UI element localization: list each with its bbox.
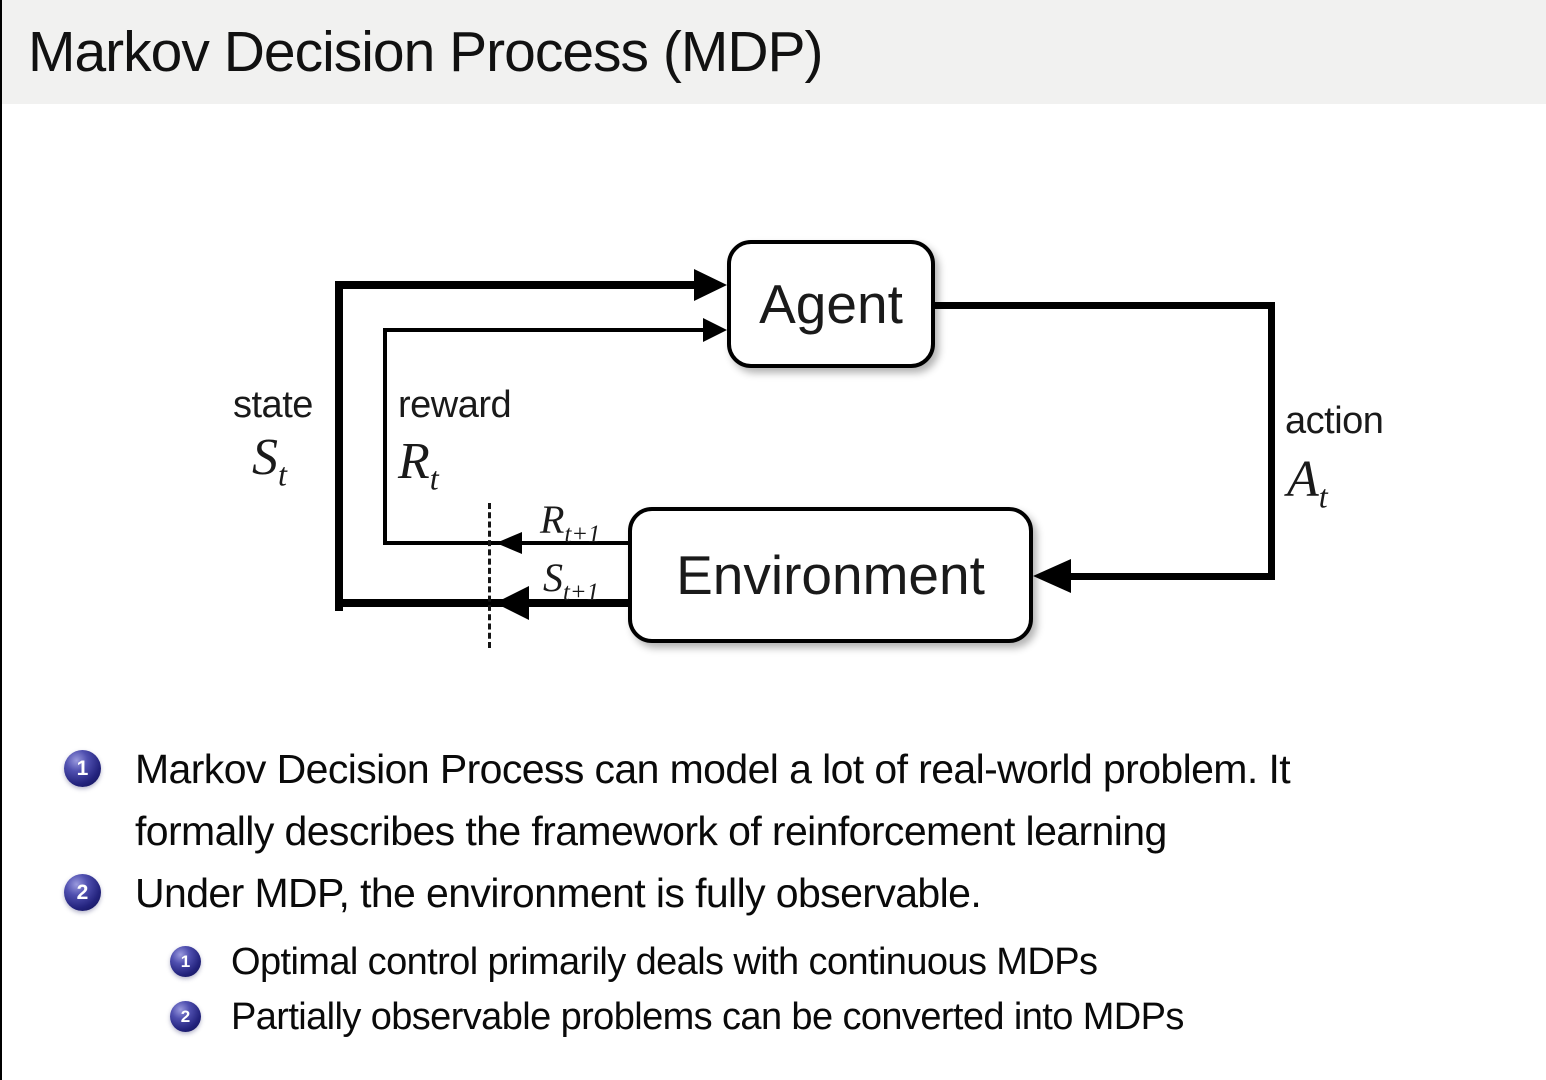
state-line-vertical [335, 281, 343, 611]
reward-symbol: Rt [398, 432, 439, 495]
action-label: action [1285, 400, 1384, 442]
next-state-subscript: t+1 [563, 579, 600, 606]
agent-box: Agent [727, 240, 935, 368]
state-symbol-subscript: t [278, 456, 287, 493]
reward-line-vertical [383, 328, 387, 545]
reward-label: reward [398, 384, 512, 426]
timestep-dashed-line [488, 503, 491, 648]
state-symbol-letter: S [252, 429, 278, 486]
next-reward-arrowhead-icon [496, 532, 522, 554]
agent-label: Agent [759, 273, 903, 335]
action-line-top [935, 302, 1275, 309]
action-line-bottom [1071, 573, 1275, 580]
next-reward-subscript: t+1 [564, 521, 601, 548]
state-line-top [335, 281, 697, 289]
action-symbol-letter: A [1287, 451, 1319, 508]
state-symbol: St [252, 428, 287, 491]
next-state-arrowhead-icon [495, 586, 529, 620]
reward-symbol-subscript: t [429, 460, 439, 497]
bullet-1-number-ball-icon: 1 [64, 750, 101, 787]
sub-bullet-item-1: 1 Optimal control primarily deals with c… [170, 936, 1098, 988]
sub-bullet-1-number-ball-icon: 1 [170, 946, 201, 977]
reward-symbol-letter: R [398, 433, 430, 490]
state-line-bottom [335, 599, 628, 607]
bullet-2-text: Under MDP, the environment is fully obse… [135, 870, 982, 916]
screen-left-edge-line [0, 0, 2, 1080]
reward-to-agent-arrowhead-icon [703, 318, 727, 342]
action-to-environment-arrowhead-icon [1033, 559, 1071, 593]
next-state-symbol: St+1 [543, 554, 599, 605]
next-reward-letter: R [540, 497, 565, 542]
sub-bullet-2-number-ball-icon: 2 [170, 1001, 201, 1032]
environment-label: Environment [676, 544, 985, 606]
reward-line-top [383, 328, 705, 332]
bullet-2-number-ball-icon: 2 [64, 874, 101, 911]
state-label: state [233, 384, 313, 426]
bullet-1-line-2: formally describes the framework of rein… [135, 808, 1167, 854]
slide-title: Markov Decision Process (MDP) [28, 20, 823, 84]
bullet-1-text: Markov Decision Process can model a lot … [135, 738, 1291, 862]
next-reward-symbol: Rt+1 [540, 496, 600, 547]
sub-bullet-1-text: Optimal control primarily deals with con… [231, 941, 1098, 983]
environment-box: Environment [628, 507, 1033, 643]
bullet-item-2: 2 Under MDP, the environment is fully ob… [64, 862, 982, 924]
sub-bullet-item-2: 2 Partially observable problems can be c… [170, 991, 1184, 1043]
next-state-letter: S [543, 555, 563, 600]
state-to-agent-arrowhead-icon [694, 269, 727, 301]
action-line-vertical [1268, 302, 1275, 579]
bullet-item-1: 1 Markov Decision Process can model a lo… [64, 738, 1291, 862]
sub-bullet-2-text: Partially observable problems can be con… [231, 996, 1184, 1038]
bullet-1-line-1: Markov Decision Process can model a lot … [135, 746, 1291, 792]
action-symbol: At [1287, 450, 1328, 513]
action-symbol-subscript: t [1318, 478, 1328, 515]
title-bar: Markov Decision Process (MDP) [0, 0, 1546, 104]
